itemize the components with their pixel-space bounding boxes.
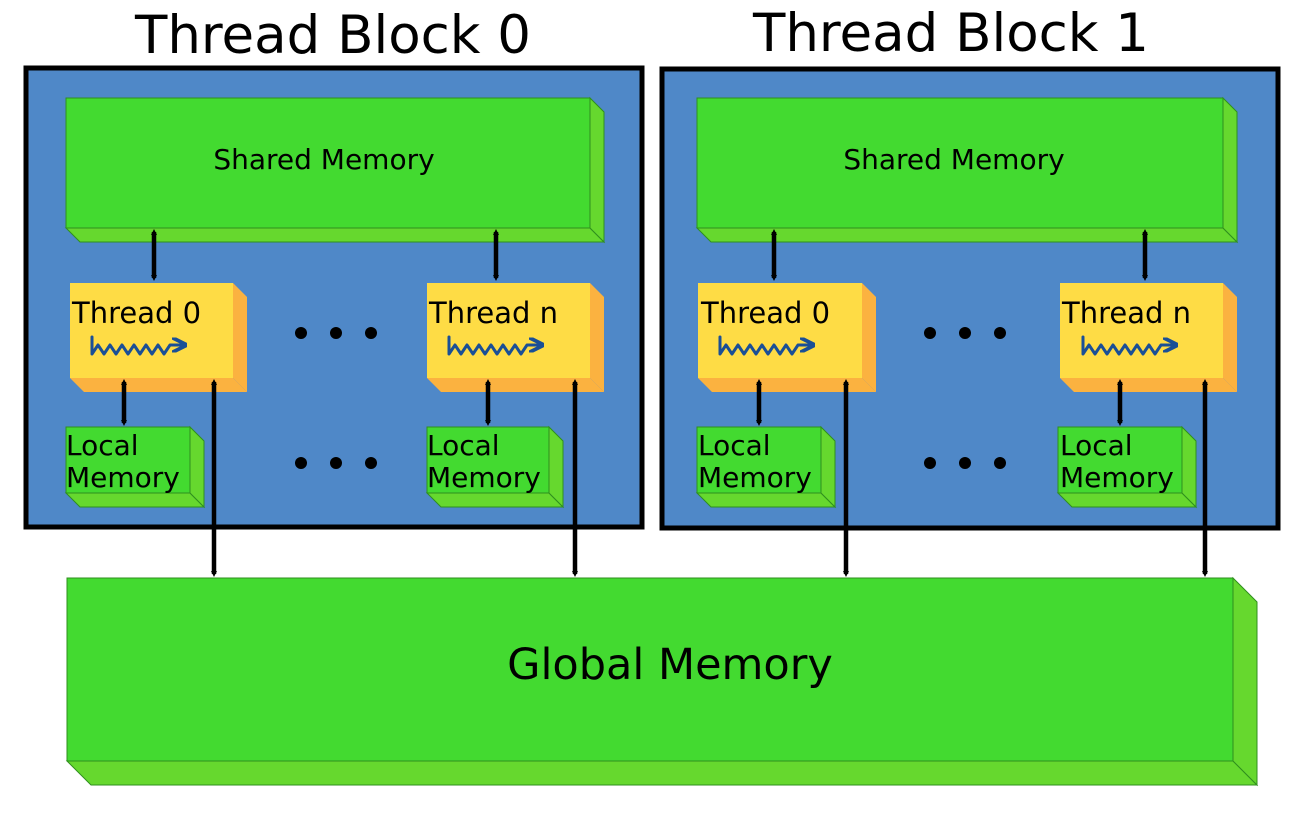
thread-block-0: Thread Block 0 Shared Memory Thread 0 xyxy=(23,5,645,530)
local-memory-label: Local xyxy=(66,429,139,462)
local-memory-label: Memory xyxy=(427,461,541,494)
thread-box: Thread 0 xyxy=(698,283,876,392)
thread-box: Thread n xyxy=(1060,283,1237,392)
local-memory-label: Memory xyxy=(66,461,180,494)
global-memory-label: Global Memory xyxy=(507,640,833,690)
thread-box: Thread 0 xyxy=(70,283,247,392)
ellipsis-dots xyxy=(924,327,1006,339)
shared-memory-0: Shared Memory xyxy=(64,96,606,244)
thread-execution-icon xyxy=(447,335,541,356)
local-memory-box: Local Memory xyxy=(425,425,565,509)
global-memory: Global Memory xyxy=(65,576,1259,787)
thread-label: Thread 0 xyxy=(71,296,201,330)
ellipsis-dots xyxy=(924,457,1006,469)
local-memory-label: Local xyxy=(427,429,500,462)
local-memory-box: Local Memory xyxy=(695,425,837,509)
local-memory-label: Local xyxy=(698,429,771,462)
thread-block-0-title: Thread Block 0 xyxy=(134,5,531,66)
shared-memory-0-label: Shared Memory xyxy=(213,143,434,176)
thread-execution-icon xyxy=(90,335,184,356)
shared-memory-1-label: Shared Memory xyxy=(843,143,1064,176)
shared-memory-1: Shared Memory xyxy=(695,96,1239,244)
local-memory-label: Memory xyxy=(698,461,812,494)
local-memory-box: Local Memory xyxy=(1056,425,1198,509)
thread-label: Thread n xyxy=(428,296,558,330)
local-memory-label: Memory xyxy=(1060,461,1174,494)
local-memory-box: Local Memory xyxy=(64,425,206,509)
thread-label: Thread n xyxy=(1061,296,1191,330)
ellipsis-dots xyxy=(295,327,377,339)
thread-label: Thread 0 xyxy=(700,296,830,330)
ellipsis-dots xyxy=(295,457,377,469)
thread-box: Thread n xyxy=(427,283,604,392)
thread-execution-icon xyxy=(1081,335,1175,356)
local-memory-label: Local xyxy=(1060,429,1133,462)
thread-block-1-title: Thread Block 1 xyxy=(752,3,1149,64)
thread-block-1: Thread Block 1 Shared Memory Thread 0 xyxy=(659,3,1281,531)
thread-execution-icon xyxy=(718,335,812,356)
